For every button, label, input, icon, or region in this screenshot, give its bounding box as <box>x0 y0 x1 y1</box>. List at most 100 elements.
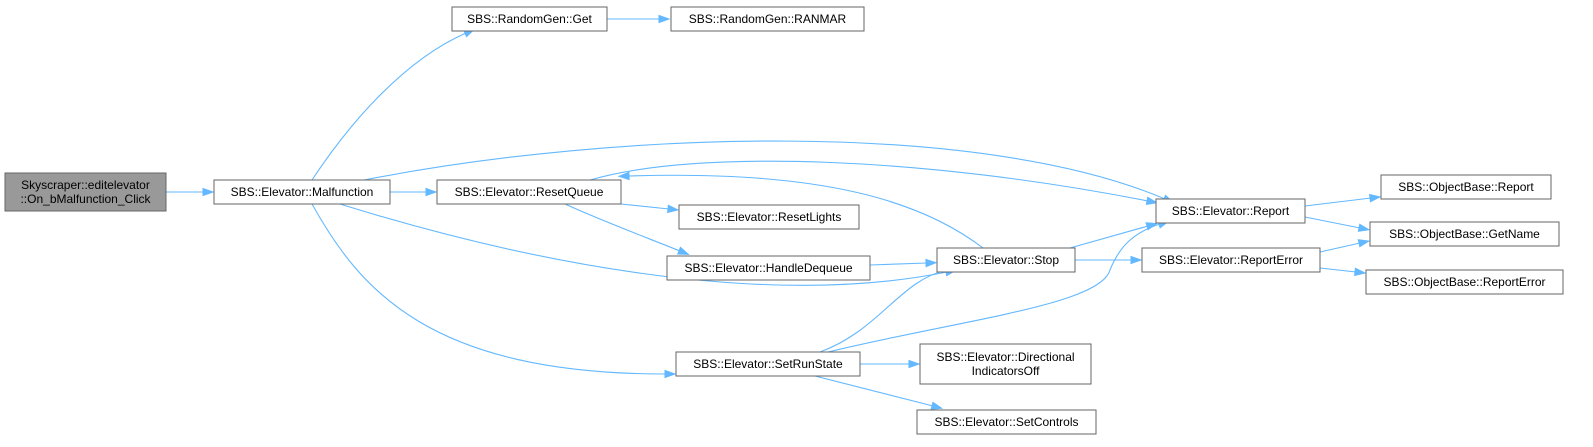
edge-rg_get-to-rg_ranmar <box>607 14 671 24</box>
edge-reset_queue-to-report <box>589 160 1159 205</box>
edge-line <box>339 203 948 286</box>
edge-line <box>311 32 467 181</box>
edge-arrowhead <box>1145 196 1159 205</box>
node-reset-lights[interactable]: SBS::Elevator::ResetLights <box>678 204 860 230</box>
node-label: Skyscraper::editelevator <box>21 178 150 192</box>
node-label: SBS::Elevator::SetRunState <box>693 357 843 371</box>
node-box[interactable] <box>1369 221 1560 247</box>
edge-line <box>819 269 948 353</box>
edge-arrowhead <box>667 204 680 214</box>
node-label: SBS::Elevator::Directional <box>936 350 1074 364</box>
node-box[interactable] <box>1365 269 1564 295</box>
edge-arrowhead <box>658 14 671 24</box>
edge-malfunction-to-rg_get <box>311 28 476 181</box>
node-label: SBS::Elevator::ResetQueue <box>455 185 604 199</box>
edge-arrowhead <box>617 171 630 181</box>
edge-stop-to-report <box>1069 222 1159 249</box>
node-rg-get[interactable]: SBS::RandomGen::Get <box>451 6 608 32</box>
edge-reset_queue-to-handle_dequeue <box>564 203 690 255</box>
node-box[interactable] <box>670 6 865 32</box>
edge-report-to-ob_report <box>1304 193 1382 207</box>
node-box[interactable] <box>675 351 861 377</box>
edge-line <box>869 262 928 266</box>
node-ob-reporterror[interactable]: SBS::ObjectBase::ReportError <box>1365 269 1564 295</box>
node-box[interactable] <box>666 255 871 281</box>
edges-layer <box>166 14 1382 410</box>
node-label: SBS::Elevator::Malfunction <box>231 185 374 199</box>
edge-line <box>627 174 984 249</box>
node-malfunction[interactable]: SBS::Elevator::Malfunction <box>213 179 391 205</box>
edge-arrowhead <box>1130 255 1143 265</box>
edge-set_run_state-to-set_controls <box>814 375 944 410</box>
node-report-error[interactable]: SBS::Elevator::ReportError <box>1141 247 1321 273</box>
edge-malfunction-to-set_run_state <box>311 203 677 379</box>
node-box[interactable] <box>936 247 1076 273</box>
node-ob-getname[interactable]: SBS::ObjectBase::GetName <box>1369 221 1560 247</box>
edge-arrowhead <box>202 187 215 197</box>
node-label: SBS::ObjectBase::Report <box>1398 180 1534 194</box>
node-box[interactable] <box>436 179 622 205</box>
edge-line <box>564 203 681 252</box>
node-handle-dequeue[interactable]: SBS::Elevator::HandleDequeue <box>666 255 871 281</box>
node-report[interactable]: SBS::Elevator::Report <box>1155 198 1306 224</box>
node-box[interactable] <box>1380 174 1552 200</box>
node-label: ::On_bMalfunction_Click <box>20 192 151 206</box>
edge-reset_queue-to-reset_lights <box>620 203 680 214</box>
node-label: SBS::Elevator::ResetLights <box>697 210 842 224</box>
node-root[interactable]: Skyscraper::editelevator::On_bMalfunctio… <box>4 172 167 212</box>
edge-line <box>1304 197 1372 207</box>
edge-line <box>827 223 1161 353</box>
node-label: SBS::Elevator::ReportError <box>1159 253 1303 267</box>
edge-line <box>589 160 1149 202</box>
edge-line <box>1319 267 1357 273</box>
node-box[interactable] <box>4 172 167 212</box>
edge-arrowhead <box>908 359 921 369</box>
edge-arrowhead <box>677 246 690 255</box>
edge-line <box>1304 216 1361 229</box>
edge-arrowhead <box>664 369 677 379</box>
edge-line <box>620 203 670 210</box>
node-rg-ranmar[interactable]: SBS::RandomGen::RANMAR <box>670 6 865 32</box>
node-label: SBS::Elevator::HandleDequeue <box>684 261 852 275</box>
edge-line <box>311 203 667 375</box>
edge-root-to-malfunction <box>166 187 215 197</box>
node-reset-queue[interactable]: SBS::Elevator::ResetQueue <box>436 179 622 205</box>
edge-arrowhead <box>925 258 938 268</box>
node-box[interactable] <box>916 409 1097 435</box>
node-stop[interactable]: SBS::Elevator::Stop <box>936 247 1076 273</box>
edge-arrowhead <box>930 401 944 410</box>
edge-line <box>814 375 934 407</box>
node-label: SBS::RandomGen::RANMAR <box>689 12 847 26</box>
nodes-layer: Skyscraper::editelevator::On_bMalfunctio… <box>4 6 1564 435</box>
edge-arrowhead <box>1357 239 1371 248</box>
edge-line <box>1319 242 1361 253</box>
edge-report_error-to-ob_getname <box>1319 239 1371 253</box>
node-box[interactable] <box>1141 247 1321 273</box>
edge-stop-to-reset_queue <box>617 171 984 249</box>
node-box[interactable] <box>213 179 391 205</box>
edge-set_run_state-to-dir_ind_off <box>860 359 921 369</box>
node-box[interactable] <box>919 343 1092 385</box>
node-box[interactable] <box>1155 198 1306 224</box>
node-label: SBS::Elevator::Report <box>1172 204 1290 218</box>
node-set-controls[interactable]: SBS::Elevator::SetControls <box>916 409 1097 435</box>
edge-line <box>363 140 1166 200</box>
edge-arrowhead <box>425 187 438 197</box>
node-set-run-state[interactable]: SBS::Elevator::SetRunState <box>675 351 861 377</box>
edge-handle_dequeue-to-stop <box>869 258 938 268</box>
edge-report_error-to-ob_reporterror <box>1319 267 1367 277</box>
node-label: SBS::RandomGen::Get <box>467 12 592 26</box>
node-label: SBS::ObjectBase::ReportError <box>1383 275 1545 289</box>
edge-report-to-ob_getname <box>1304 216 1371 232</box>
node-label: SBS::Elevator::Stop <box>953 253 1059 267</box>
edge-set_run_state-to-report <box>827 220 1170 353</box>
edge-arrowhead <box>1357 223 1371 232</box>
node-label: IndicatorsOff <box>972 364 1040 378</box>
node-ob-report[interactable]: SBS::ObjectBase::Report <box>1380 174 1552 200</box>
edge-stop-to-report_error <box>1075 255 1143 265</box>
edge-malfunction-to-reset_queue <box>390 187 438 197</box>
node-box[interactable] <box>678 204 860 230</box>
node-box[interactable] <box>451 6 608 32</box>
